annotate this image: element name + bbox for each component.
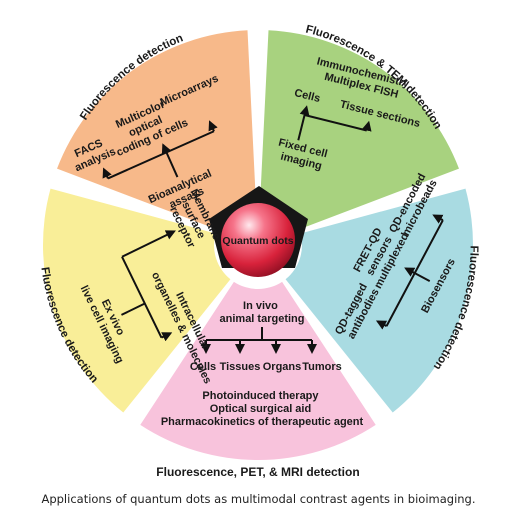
animal-targeting-label: animal targeting — [220, 313, 305, 325]
sector-green — [260, 30, 459, 230]
center-label: Quantum dots — [222, 235, 293, 247]
pharmacokinetics-label: Pharmacokinetics of therapeutic agent — [161, 416, 364, 428]
in-vivo-label: In vivo — [243, 300, 278, 312]
svg-text:Photoinduced therapy Opt: Photoinduced therapy Optical surgical ai… — [161, 390, 364, 428]
target-organs: Organs — [263, 361, 302, 373]
sector-yellow — [42, 188, 231, 413]
sector-orange — [57, 30, 256, 230]
pink-outer-label: Fluorescence, PET, & MRI detection — [156, 465, 359, 479]
svg-text:In vivo animal targeting: In vivo animal targeting — [220, 300, 305, 325]
pink-content: In vivo animal targeting Cells Tissues O… — [161, 300, 364, 428]
optical-surgical-aid-label: Optical surgical aid — [210, 403, 311, 415]
target-tumors: Tumors — [302, 361, 342, 373]
photoinduced-therapy-label: Photoinduced therapy — [202, 390, 319, 402]
target-tissues: Tissues — [220, 361, 261, 373]
quantum-dots-diagram: Quantum dots Fluorescence detection Fluo… — [38, 23, 479, 479]
sector-pink — [140, 281, 376, 460]
sector-blue — [285, 188, 473, 413]
quantum-dot-sphere — [221, 203, 295, 277]
figure-caption: Applications of quantum dots as multimod… — [41, 492, 476, 506]
target-cells: Cells — [190, 361, 216, 373]
